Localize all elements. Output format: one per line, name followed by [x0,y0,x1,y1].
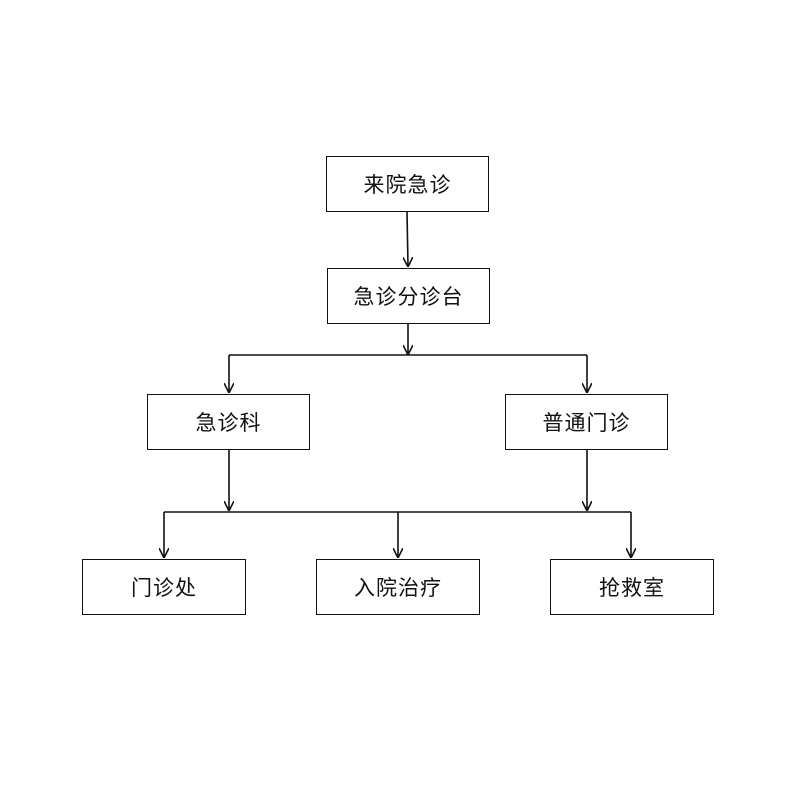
node-label: 门诊处 [131,576,197,600]
node-label: 抢救室 [599,576,665,600]
node-label: 急诊科 [195,411,262,435]
node-rescue-room: 抢救室 [550,559,714,615]
node-label: 急诊分诊台 [353,285,464,309]
node-inpatient: 入院治疗 [316,559,480,615]
node-triage-desk: 急诊分诊台 [327,268,490,324]
node-label: 普通门诊 [542,411,631,435]
arrow-visit-to-triage [407,211,408,266]
node-emergency-dept: 急诊科 [147,394,310,450]
node-visit-emergency: 来院急诊 [326,156,489,212]
node-outpatient: 门诊处 [82,559,246,615]
node-label: 入院治疗 [354,576,442,600]
node-general-clinic: 普通门诊 [505,394,668,450]
node-label: 来院急诊 [363,173,452,197]
